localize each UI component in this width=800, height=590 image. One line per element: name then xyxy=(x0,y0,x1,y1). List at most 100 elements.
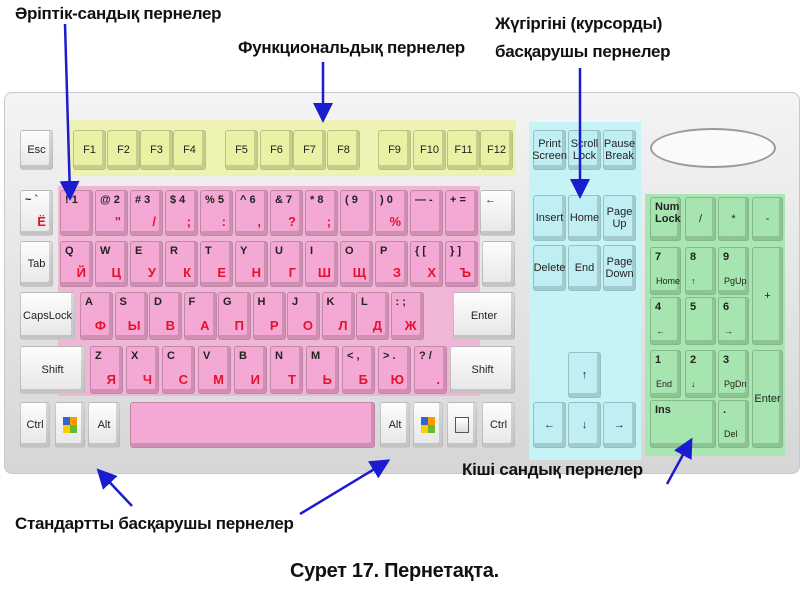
key-f11[interactable]: F11 xyxy=(447,130,480,170)
key-f9[interactable]: F9 xyxy=(378,130,411,170)
key-4[interactable]: 4← xyxy=(650,297,681,345)
key--[interactable]: → xyxy=(603,402,636,448)
key--3[interactable]: # 3/ xyxy=(130,190,163,236)
key-f6[interactable]: F6 xyxy=(260,130,293,170)
key-space[interactable] xyxy=(130,402,375,448)
key-ctrl[interactable]: Ctrl xyxy=(20,402,50,448)
key--[interactable]: { [Х xyxy=(410,241,443,287)
key-enter[interactable]: Enter xyxy=(752,350,783,448)
key--9[interactable]: ( 9 xyxy=(340,190,373,236)
key-f3[interactable]: F3 xyxy=(140,130,173,170)
key-win-logo-icon[interactable] xyxy=(413,402,443,448)
key-f4[interactable]: F4 xyxy=(173,130,206,170)
key--[interactable]: / xyxy=(685,197,716,241)
key-esc[interactable]: Esc xyxy=(20,130,53,170)
key-home[interactable]: Home xyxy=(568,195,601,241)
key-delete[interactable]: Delete xyxy=(533,245,566,291)
key--[interactable]: - xyxy=(752,197,783,241)
key--[interactable]: : ;Ж xyxy=(390,292,424,340)
key--8[interactable]: * 8; xyxy=(305,190,338,236)
key-page-down[interactable]: Page Down xyxy=(603,245,636,291)
key--6[interactable]: ^ 6, xyxy=(235,190,268,236)
key-8[interactable]: 8↑ xyxy=(685,247,716,295)
key-f5[interactable]: F5 xyxy=(225,130,258,170)
key--[interactable]: + = xyxy=(445,190,478,236)
key--[interactable]: ? /. xyxy=(414,346,447,394)
key-tab[interactable]: Tab xyxy=(20,241,53,287)
key--[interactable]: — - xyxy=(410,190,443,236)
key--[interactable]: } ]Ъ xyxy=(445,241,478,287)
key-alt[interactable]: Alt xyxy=(88,402,120,448)
key-win-logo-icon[interactable] xyxy=(55,402,85,448)
key--[interactable]: * xyxy=(718,197,749,241)
key--[interactable]: > .Ю xyxy=(378,346,411,394)
key-alt[interactable]: Alt xyxy=(380,402,410,448)
key-print-screen[interactable]: Print Screen xyxy=(532,130,567,170)
key-f2[interactable]: F2 xyxy=(107,130,140,170)
key--[interactable]: ↓ xyxy=(568,402,601,448)
key-f12[interactable]: F12 xyxy=(480,130,513,170)
key--[interactable]: ~ `Ё xyxy=(20,190,53,236)
key-f8[interactable]: F8 xyxy=(327,130,360,170)
key-menu-icon[interactable] xyxy=(447,402,477,448)
key-enter[interactable]: Enter xyxy=(453,292,515,340)
key--[interactable]: ← xyxy=(480,190,515,236)
key--0[interactable]: ) 0% xyxy=(375,190,408,236)
key-num-lock[interactable]: Num Lock xyxy=(650,197,681,241)
key--5[interactable]: % 5: xyxy=(200,190,233,236)
key--[interactable]: < ,Б xyxy=(342,346,375,394)
key--7[interactable]: & 7? xyxy=(270,190,303,236)
key-f1[interactable]: F1 xyxy=(73,130,106,170)
key-ctrl[interactable]: Ctrl xyxy=(482,402,515,448)
key-f10[interactable]: F10 xyxy=(413,130,446,170)
key-5[interactable]: 5 xyxy=(685,297,716,345)
key--[interactable]: + xyxy=(752,247,783,345)
key-f7[interactable]: F7 xyxy=(293,130,326,170)
key-space[interactable] xyxy=(482,241,515,287)
key-capslock[interactable]: CapsLock xyxy=(20,292,75,340)
key--[interactable]: ↑ xyxy=(568,352,601,398)
key-shift[interactable]: Shift xyxy=(20,346,85,394)
key-end[interactable]: End xyxy=(568,245,601,291)
key-pause-break[interactable]: Pause Break xyxy=(603,130,636,170)
key-scroll-lock[interactable]: Scroll Lock xyxy=(568,130,601,170)
key--2[interactable]: @ 2" xyxy=(95,190,128,236)
key--[interactable]: .Del xyxy=(718,400,749,448)
key-6[interactable]: 6→ xyxy=(718,297,749,345)
key--[interactable]: ← xyxy=(533,402,566,448)
key--4[interactable]: $ 4; xyxy=(165,190,198,236)
key-2[interactable]: 2↓ xyxy=(685,350,716,398)
key-page-up[interactable]: Page Up xyxy=(603,195,636,241)
key-shift[interactable]: Shift xyxy=(450,346,515,394)
